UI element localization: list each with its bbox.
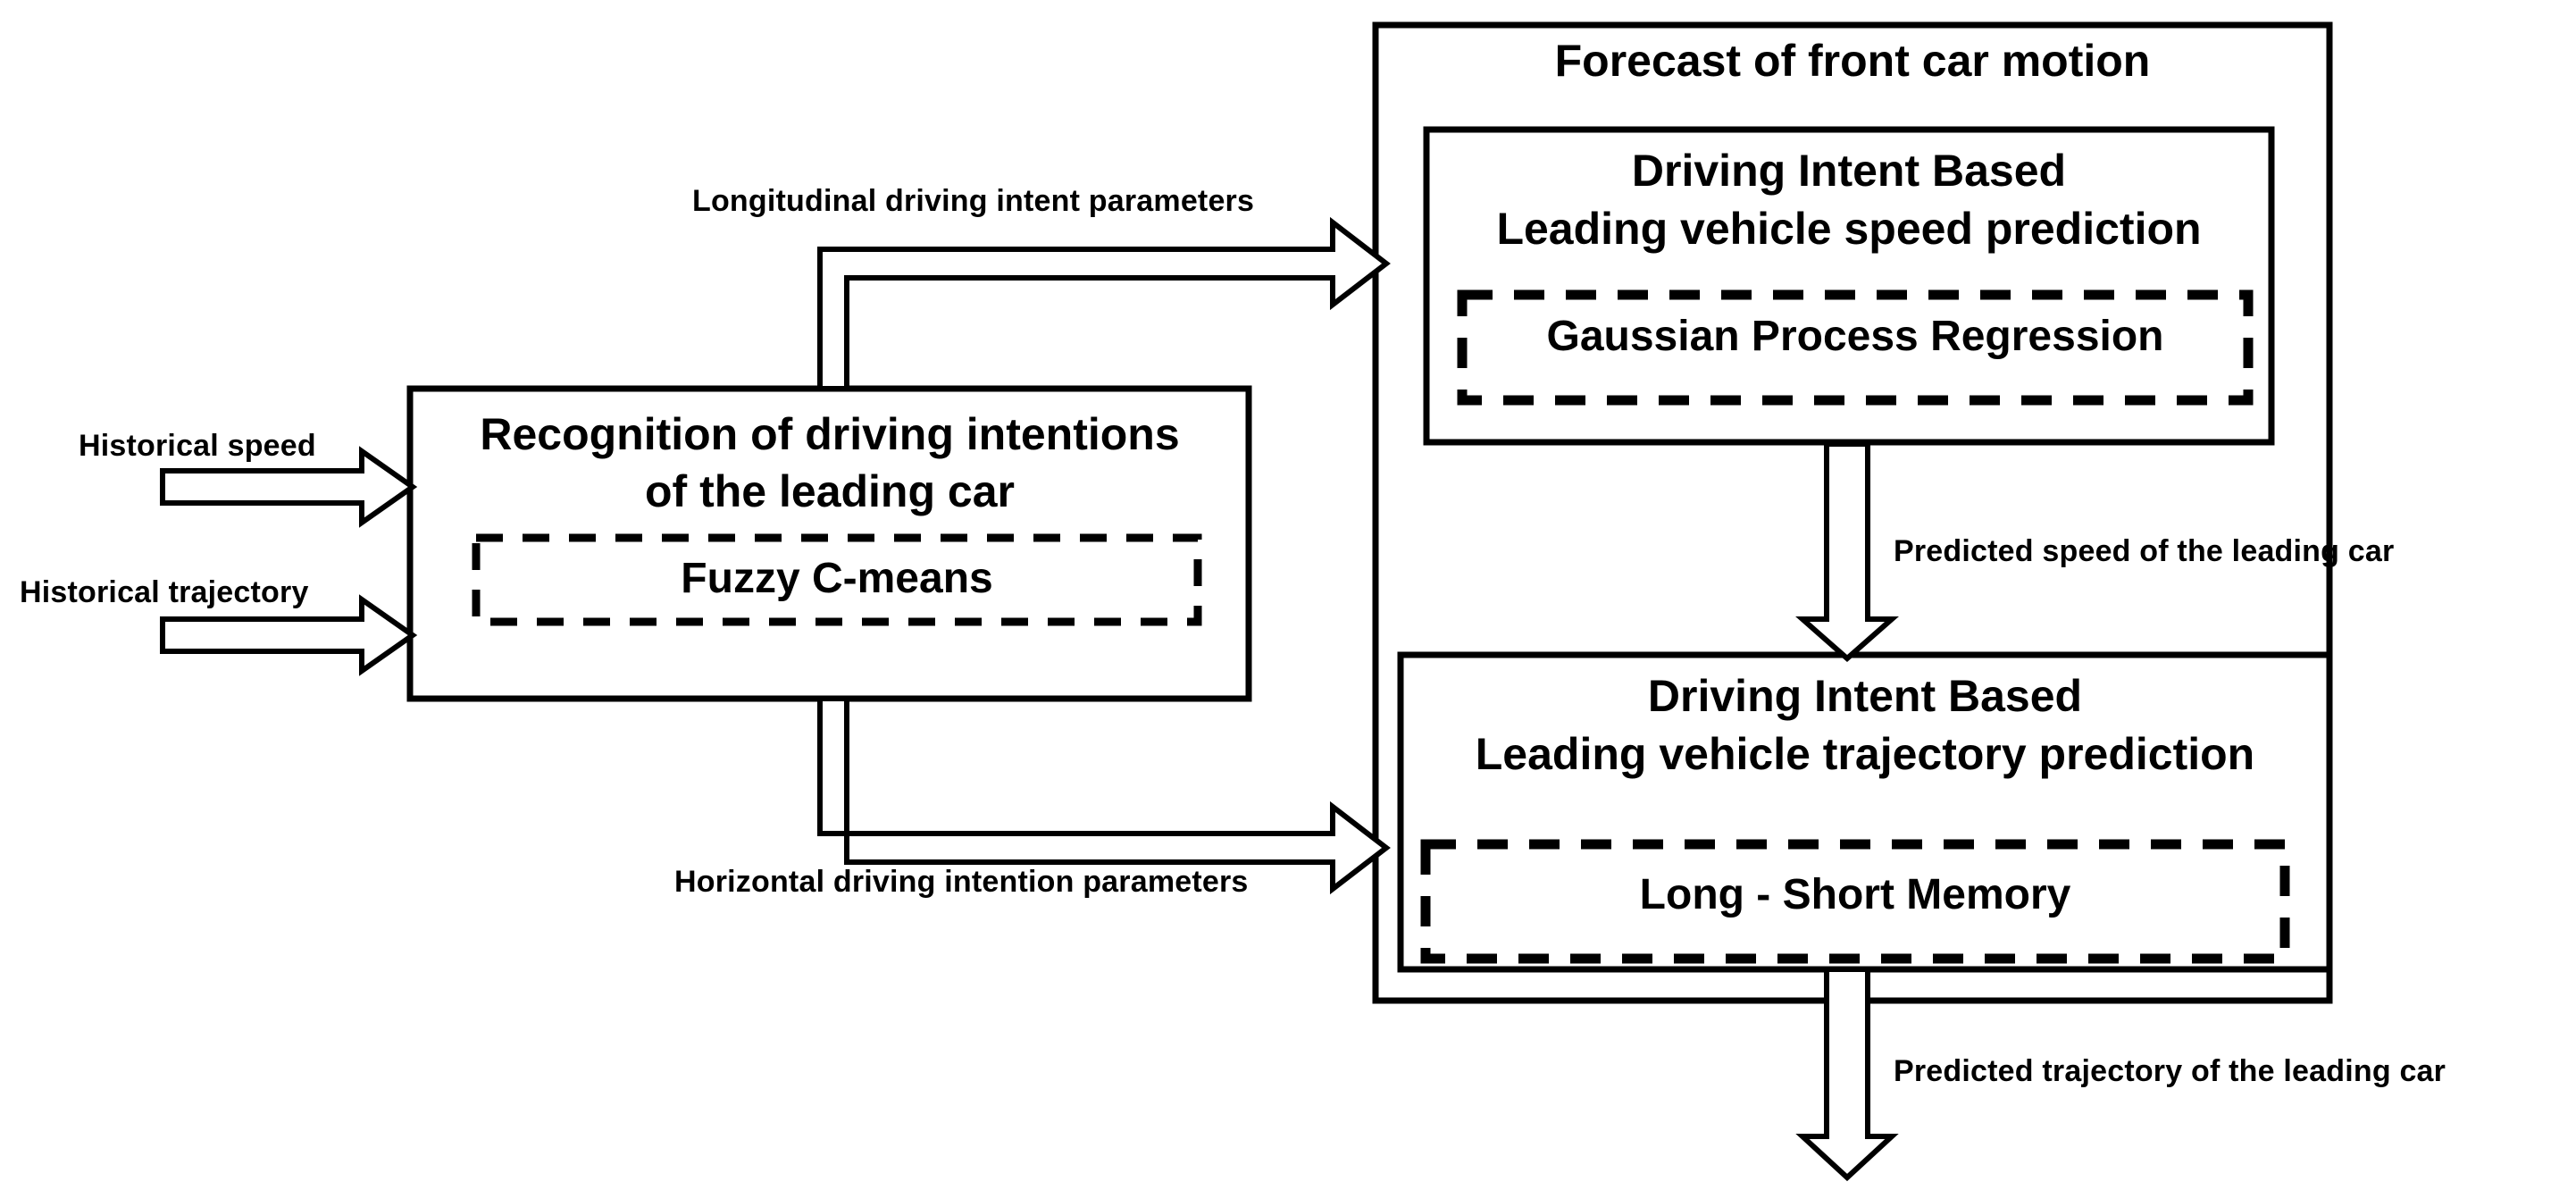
historical-speed-arrow [160,446,418,528]
speed-prediction-head-line1: Driving Intent Based [1631,146,2067,196]
historical-trajectory-label: Historical trajectory [20,575,309,609]
trajectory-prediction-head-line1: Driving Intent Based [1647,671,2083,721]
gaussian-process-regression-box [1457,289,2254,406]
horizontal-parameters-label: Horizontal driving intention parameters [674,865,1249,899]
long-short-memory-label: Long - Short Memory [1639,871,2071,918]
trajectory-prediction-head-line2: Leading vehicle trajectory prediction [1475,729,2255,779]
predicted-speed-arrow [1795,441,1899,662]
recognition-box-title-line1: Recognition of driving intentions [480,409,1180,459]
predicted-trajectory-arrow [1795,967,1899,1182]
predicted-speed-label: Predicted speed of the leading car [1894,534,2395,568]
long-short-memory-box [1420,839,2290,964]
longitudinal-parameters-connector [817,216,1391,391]
historical-speed-label: Historical speed [79,429,316,463]
historical-trajectory-arrow [160,594,418,676]
predicted-trajectory-label: Predicted trajectory of the leading car [1894,1054,2446,1088]
recognition-box-title-line2: of the leading car [645,466,1015,516]
fuzzy-c-means-box [472,533,1202,626]
longitudinal-parameters-label: Longitudinal driving intent parameters [692,184,1255,218]
horizontal-parameters-connector [817,696,1391,895]
gaussian-process-regression-label: Gaussian Process Regression [1546,313,2164,360]
forecast-container-title: Forecast of front car motion [1554,36,2151,86]
fuzzy-c-means-label: Fuzzy C-means [681,555,993,602]
speed-prediction-head-line2: Leading vehicle speed prediction [1496,204,2202,254]
